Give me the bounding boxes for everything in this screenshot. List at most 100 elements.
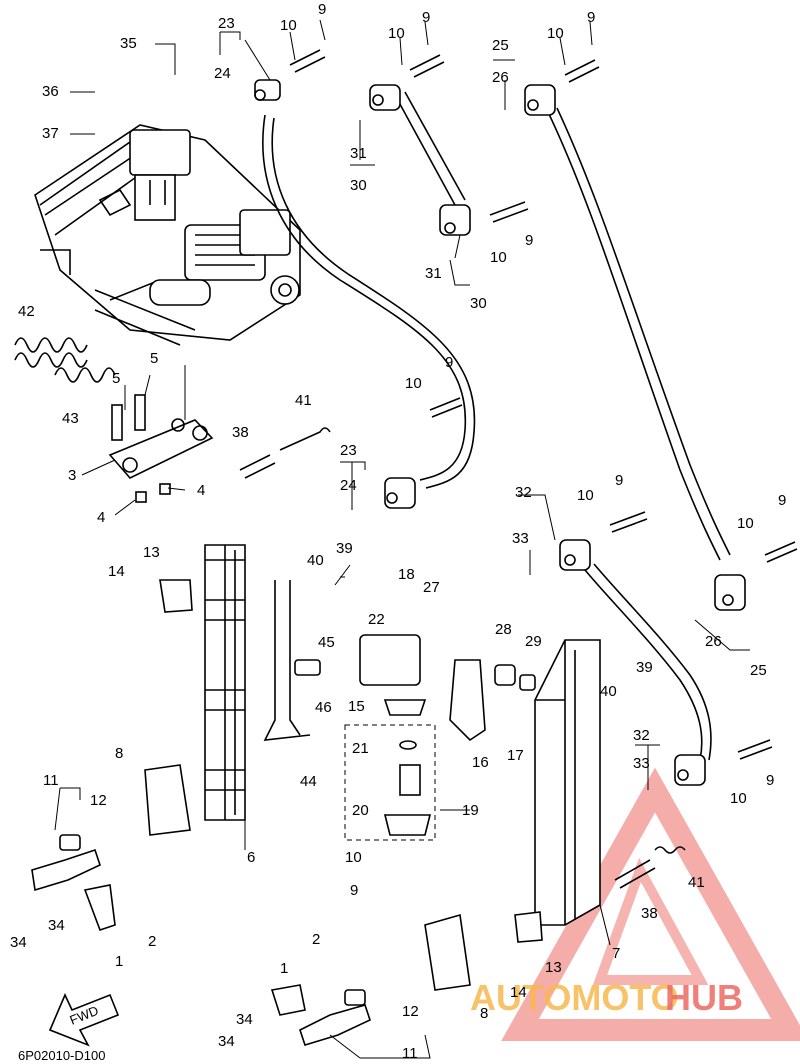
callout-11: 11 [402, 1045, 418, 1062]
callout-9: 9 [445, 354, 453, 371]
callout-15: 15 [348, 698, 365, 715]
callout-9: 9 [350, 882, 358, 899]
callout-9: 9 [525, 232, 533, 249]
callout-40: 40 [600, 683, 617, 700]
callout-12: 12 [90, 792, 107, 809]
callout-21: 21 [352, 740, 369, 757]
callout-10: 10 [577, 487, 594, 504]
callout-44: 44 [300, 773, 317, 790]
callout-27: 27 [423, 579, 440, 596]
callout-38: 38 [641, 905, 658, 922]
callout-10: 10 [405, 375, 422, 392]
bracket-3 [108, 394, 214, 503]
callout-37: 37 [42, 125, 59, 142]
callout-10: 10 [345, 849, 362, 866]
callout-31: 31 [350, 145, 367, 162]
clips [83, 579, 543, 1016]
callout-18: 18 [398, 566, 415, 583]
fuel-rail-7 [534, 639, 601, 926]
callout-22: 22 [368, 611, 385, 628]
callout-32: 32 [515, 484, 532, 501]
callout-5: 5 [150, 350, 158, 367]
callout-31: 31 [425, 265, 442, 282]
callout-9: 9 [422, 9, 430, 26]
fuel-rail-6 [204, 544, 246, 821]
callout-4: 4 [97, 509, 105, 526]
callout-17: 17 [507, 747, 524, 764]
callout-25: 25 [492, 37, 509, 54]
callout-1: 1 [115, 953, 123, 970]
callout-23: 23 [218, 15, 235, 32]
callout-24: 24 [340, 477, 357, 494]
callout-8: 8 [480, 1005, 488, 1022]
callout-25: 25 [750, 662, 767, 679]
callout-35: 35 [120, 35, 137, 52]
callout-45: 45 [318, 634, 335, 651]
watermark-auto-text: AUTOMOTO [470, 977, 679, 1018]
callout-26: 26 [492, 69, 509, 86]
callout-9: 9 [587, 9, 595, 26]
callout-39: 39 [336, 540, 353, 557]
callout-14: 14 [510, 984, 527, 1001]
callout-36: 36 [42, 83, 59, 100]
callout-26: 26 [705, 633, 722, 650]
callout-39: 39 [636, 659, 653, 676]
callout-16: 16 [472, 754, 489, 771]
callout-34: 34 [218, 1033, 235, 1050]
clamp-44 [263, 580, 321, 741]
callout-42: 42 [18, 303, 35, 320]
hose-fittings [254, 49, 798, 786]
callout-2: 2 [148, 933, 156, 950]
callout-34: 34 [236, 1011, 253, 1028]
callout-10: 10 [280, 17, 297, 34]
callout-14: 14 [108, 563, 125, 580]
callout-43: 43 [62, 410, 79, 427]
callout-20: 20 [352, 802, 369, 819]
callout-9: 9 [615, 472, 623, 489]
pipes-38 [239, 427, 686, 889]
callout-41: 41 [295, 392, 312, 409]
callout-10: 10 [490, 249, 507, 266]
injectors [31, 834, 371, 1046]
callout-28: 28 [495, 621, 512, 638]
callout-1: 1 [280, 960, 288, 977]
callout-7: 7 [612, 945, 620, 962]
callout-12: 12 [402, 1003, 419, 1020]
engine-block [34, 124, 301, 346]
regulator-assembly [344, 634, 536, 841]
callout-6: 6 [247, 849, 255, 866]
callout-10: 10 [388, 25, 405, 42]
callout-10: 10 [547, 25, 564, 42]
callout-13: 13 [545, 959, 562, 976]
callout-34: 34 [10, 934, 27, 951]
callout-9: 9 [778, 492, 786, 509]
callout-2: 2 [312, 931, 320, 948]
leader-lines [54, 19, 750, 1059]
callout-10: 10 [737, 515, 754, 532]
callout-30: 30 [470, 295, 487, 312]
callout-38: 38 [232, 424, 249, 441]
callout-19: 19 [462, 802, 479, 819]
callout-34: 34 [48, 917, 65, 934]
callout-32: 32 [633, 727, 650, 744]
callout-8: 8 [115, 745, 123, 762]
callout-46: 46 [315, 699, 332, 716]
callout-41: 41 [688, 874, 705, 891]
callout-11: 11 [43, 772, 59, 789]
callout-23: 23 [340, 442, 357, 459]
springs [14, 337, 116, 383]
callout-29: 29 [525, 633, 542, 650]
diagram-code: 6P02010-D100 [18, 1048, 105, 1063]
callout-30: 30 [350, 177, 367, 194]
watermark-hub-text: HUB [665, 977, 743, 1018]
callout-40: 40 [307, 552, 324, 569]
callout-24: 24 [214, 65, 231, 82]
callout-10: 10 [730, 790, 747, 807]
callout-4: 4 [197, 482, 205, 499]
callout-33: 33 [633, 755, 650, 772]
fuel-hoses [262, 91, 731, 761]
callout-9: 9 [766, 772, 774, 789]
callout-13: 13 [143, 544, 160, 561]
fwd-arrow: FWD [48, 993, 120, 1047]
